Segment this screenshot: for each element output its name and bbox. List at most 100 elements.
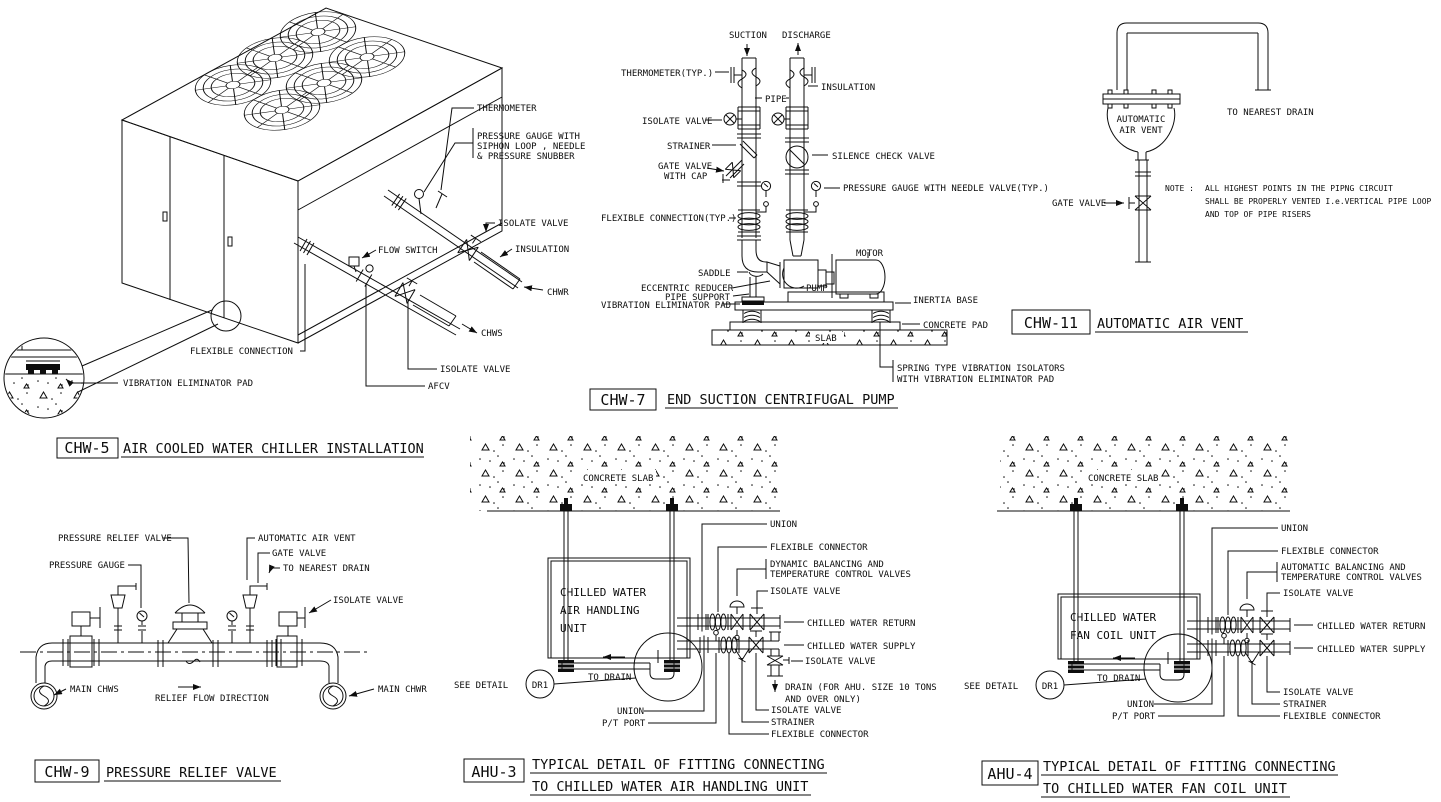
- unit-line-1: CHILLED WATER: [560, 586, 646, 599]
- label-isolate-valve-chws: ISOLATE VALVE: [440, 365, 510, 375]
- label-isolate-valve: ISOLATE VALVE: [642, 117, 712, 127]
- chwr-pipe: [383, 189, 523, 290]
- chw7-leaders: [706, 43, 920, 382]
- label-to-drain: TO DRAIN: [588, 673, 631, 683]
- return-pipe: [677, 600, 781, 641]
- unit-line-1: CHILLED WATER: [1070, 611, 1156, 624]
- right-air-vent-pot: [242, 583, 268, 643]
- label-flexible-connection: FLEXIBLE CONNECTION: [190, 347, 293, 357]
- chw11-title-text: AUTOMATIC AIR VENT: [1097, 316, 1243, 332]
- label-slab: SLAB: [815, 334, 837, 344]
- chw11-diagram: AUTOMATIC AIR VENT TO NEAREST DRAIN GATE…: [1011, 22, 1432, 335]
- note-label: NOTE :: [1165, 184, 1194, 193]
- fcu-box: [1057, 593, 1201, 660]
- label-chwr: CHWR: [547, 288, 569, 298]
- label-union-bottom: UNION: [617, 707, 644, 717]
- chw11-tag: CHW-11: [1024, 314, 1078, 332]
- chw5-diagram: THERMOMETER PRESSURE GAUGE WITH SIPHON L…: [3, 6, 585, 459]
- label-main-chws: MAIN CHWS: [70, 685, 119, 695]
- supply-pipe: [1187, 632, 1291, 666]
- right-isolate-valve: [275, 607, 306, 668]
- label-gate-valve-2: WITH CAP: [664, 172, 708, 182]
- hanger-rods: [1068, 498, 1190, 673]
- label-gate-valve: GATE VALVE: [1052, 199, 1106, 209]
- label-flex-top: FLEXIBLE CONNECTOR: [1281, 547, 1379, 557]
- label-chws: CHWS: [481, 329, 503, 339]
- chw11-title: CHW-11 AUTOMATIC AIR VENT: [1011, 309, 1248, 335]
- label-concrete-pad: CONCRETE PAD: [923, 321, 988, 331]
- label-motor: MOTOR: [856, 249, 884, 259]
- label-union-top: UNION: [770, 520, 797, 530]
- label-isolate-supply: ISOLATE VALVE: [771, 706, 841, 716]
- chw9-diagram: PRESSURE RELIEF VALVE PRESSURE GAUGE AUT…: [20, 534, 427, 783]
- ahu3-title-2: TO CHILLED WATER AIR HANDLING UNIT: [532, 779, 808, 795]
- label-gate-valve-1: GATE VALVE: [658, 162, 712, 172]
- label-chwr: CHILLED WATER RETURN: [807, 619, 915, 629]
- chw7-tag: CHW-7: [600, 391, 645, 409]
- label-thermometer-typ: THERMOMETER(TYP.): [621, 69, 713, 79]
- label-vibration-pad: VIBRATION ELIMINATOR PAD: [601, 301, 731, 311]
- label-flex-top: FLEXIBLE CONNECTOR: [770, 543, 868, 553]
- unit-line-3: UNIT: [560, 622, 587, 635]
- label-automatic-air-vent: AUTOMATIC AIR VENT: [258, 534, 356, 544]
- label-afcv: AFCV: [428, 382, 450, 392]
- label-dr1: DR1: [532, 681, 548, 691]
- return-pipe: [1187, 603, 1291, 644]
- label-isolate-valve: ISOLATE VALVE: [333, 596, 403, 606]
- label-to-nearest-drain: TO NEAREST DRAIN: [283, 564, 370, 574]
- label-flow-switch: FLOW SWITCH: [378, 246, 438, 256]
- fan-icon: [192, 6, 408, 136]
- hanger-rods: [558, 498, 680, 672]
- ahu3-leaders: [644, 523, 804, 735]
- drain-trap: [1035, 633, 1213, 703]
- ahu4-title: AHU-4 TYPICAL DETAIL OF FITTING CONNECTI…: [981, 759, 1338, 798]
- ahu3-tag: AHU-3: [471, 763, 516, 781]
- label-isolate-supply: ISOLATE VALVE: [1283, 688, 1353, 698]
- label-pipe-support: PIPE SUPPORT: [665, 293, 731, 303]
- label-pressure-gauge-1: PRESSURE GAUGE WITH: [477, 132, 580, 142]
- chw9-tag: CHW-9: [44, 763, 89, 781]
- suction-pipe: [722, 57, 772, 273]
- label-balancing-2: TEMPERATURE CONTROL VALVES: [1281, 573, 1422, 583]
- label-pressure-gauge: PRESSURE GAUGE WITH NEEDLE VALVE(TYP.): [843, 184, 1049, 194]
- chw5-title: CHW-5 AIR COOLED WATER CHILLER INSTALLAT…: [56, 437, 424, 459]
- label-insulation: INSULATION: [821, 83, 875, 93]
- label-drain-2: AND OVER ONLY): [785, 695, 861, 705]
- label-to-nearest-drain: TO NEAREST DRAIN: [1227, 108, 1314, 118]
- label-concrete-slab: CONCRETE SLAB: [583, 474, 653, 484]
- chw5-tag: CHW-5: [64, 439, 109, 457]
- chw9-title-text: PRESSURE RELIEF VALVE: [106, 765, 277, 781]
- label-chws: CHILLED WATER SUPPLY: [807, 642, 916, 652]
- label-spring-2: WITH VIBRATION ELIMINATOR PAD: [897, 375, 1054, 385]
- main-pipe: [20, 642, 368, 710]
- note-line-2: SHALL BE PROPERLY VENTED I.e.VERTICAL PI…: [1205, 197, 1432, 206]
- ahu3-diagram: CONCRETE SLAB CHILLED WATER AIR HANDLING…: [454, 436, 937, 796]
- label-vent-1: AUTOMATIC: [1117, 115, 1166, 125]
- label-flexible-connection: FLEXIBLE CONNECTION(TYP.): [601, 214, 736, 224]
- chw5-title-text: AIR COOLED WATER CHILLER INSTALLATION: [123, 441, 424, 457]
- label-balancing-1: AUTOMATIC BALANCING AND: [1281, 563, 1406, 573]
- left-air-vent-pot: [110, 583, 137, 643]
- label-strainer: STRAINER: [1283, 700, 1327, 710]
- note-line-3: AND TOP OF PIPE RISERS: [1205, 210, 1311, 219]
- label-drain-1: DRAIN (FOR AHU. SIZE 10 TONS: [785, 683, 937, 693]
- label-pt-port: P/T PORT: [602, 719, 646, 729]
- label-isolate-top: ISOLATE VALVE: [1283, 589, 1353, 599]
- pump-motor: [711, 252, 948, 346]
- label-balancing-1: DYNAMIC BALANCING AND: [770, 560, 884, 570]
- chw9-leaders: [53, 537, 375, 697]
- label-strainer: STRAINER: [667, 142, 711, 152]
- chw7-diagram: SUCTION DISCHARGE THERMOMETER(TYP.) PIPE…: [589, 31, 1065, 411]
- label-relief-flow-direction: RELIEF FLOW DIRECTION: [155, 694, 269, 704]
- label-insulation: INSULATION: [515, 245, 569, 255]
- label-chws: CHILLED WATER SUPPLY: [1317, 645, 1426, 655]
- label-isolate-top: ISOLATE VALVE: [770, 587, 840, 597]
- label-to-drain: TO DRAIN: [1097, 674, 1140, 684]
- label-discharge: DISCHARGE: [782, 31, 831, 41]
- unit-line-2: AIR HANDLING: [560, 604, 639, 617]
- label-gate-valve: GATE VALVE: [272, 549, 326, 559]
- label-see-detail: SEE DETAIL: [964, 682, 1018, 692]
- label-pressure-relief-valve: PRESSURE RELIEF VALVE: [58, 534, 172, 544]
- label-dr1: DR1: [1042, 682, 1058, 692]
